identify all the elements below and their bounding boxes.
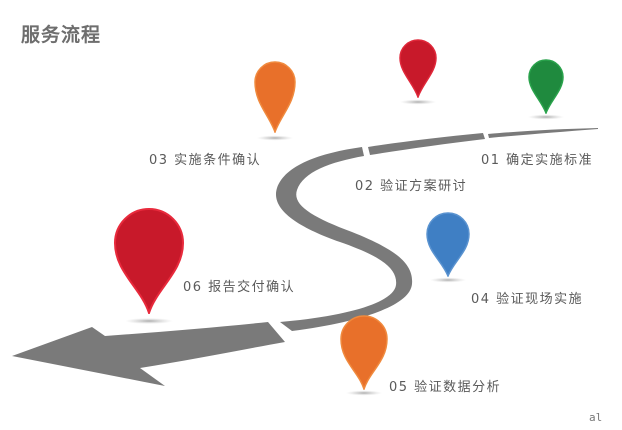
map-pin-icon-step-03 — [254, 61, 296, 133]
step-label-01: 01 确定实施标准 — [481, 153, 594, 168]
watermark-text: al — [589, 411, 603, 424]
map-pin-icon-step-05 — [340, 315, 388, 390]
map-pin-icon-step-02 — [399, 39, 437, 98]
page-title: 服务流程 — [21, 24, 102, 46]
map-pin-icon-step-04 — [426, 212, 470, 277]
step-label-04: 04 验证现场实施 — [471, 292, 584, 307]
map-pin-icon-step-01 — [528, 59, 564, 114]
step-label-05: 05 验证数据分析 — [389, 380, 502, 395]
step-label-06: 06 报告交付确认 — [183, 280, 296, 295]
map-pin-icon-step-06 — [113, 208, 185, 314]
step-label-02: 02 验证方案研讨 — [355, 179, 468, 194]
step-label-03: 03 实施条件确认 — [149, 153, 262, 168]
